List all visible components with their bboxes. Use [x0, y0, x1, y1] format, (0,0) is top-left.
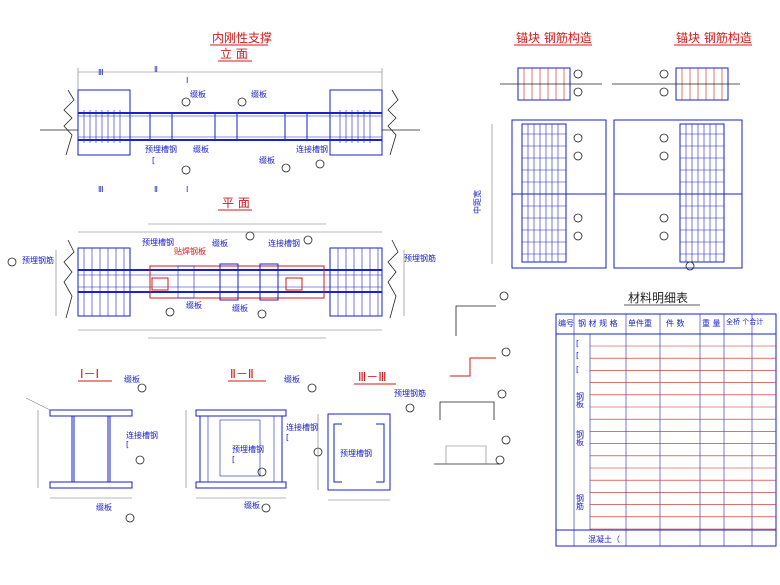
elev-flange-label-1: 缀板 — [190, 89, 206, 99]
anchor-dim-label: 中距宽 — [472, 190, 482, 214]
table-header-weight: 重 量 — [702, 318, 721, 328]
plan-channel-conn-label: 连接槽钢 — [268, 238, 300, 248]
rebar-shapes — [434, 291, 511, 465]
table-group-plate-2: 钢板 — [576, 429, 585, 447]
section-mark-i-bot: Ⅰ — [186, 185, 188, 194]
sec2-c-mark-2: [ — [286, 433, 289, 442]
table-mark-2: [ — [576, 351, 579, 360]
sec1-channel-conn-label: 连接槽钢 — [126, 430, 158, 440]
elev-flange-label-2: 缀板 — [251, 89, 267, 99]
anchor-title-left: 锚块 钢筋构造 — [516, 30, 592, 45]
anchor-title-right: 锚块 钢筋构造 — [676, 30, 752, 45]
table-group-rebar: 钢筋 — [576, 493, 585, 511]
sec1-flange-label-top: 缀板 — [124, 374, 140, 384]
table-header-unit-weight: 单件重 — [628, 318, 652, 328]
elev-flange-label-4: 缀板 — [259, 155, 275, 165]
table-mark-1: [ — [576, 339, 579, 348]
section-ii-view: Ⅱ－Ⅱ 缀板 预埋槽钢 [ 连接槽钢 [ 缀板 — [185, 367, 323, 513]
elev-embed-channel-label: 预埋槽钢 — [145, 144, 177, 154]
section-i-title: Ⅰ－Ⅰ — [80, 367, 99, 381]
elevation-view: Ⅲ Ⅱ Ⅰ Ⅲ Ⅱ Ⅰ 缀板 缀板 预埋槽钢 缀板 缀板 连接槽钢 [ — [40, 65, 420, 194]
material-table: 材料明细表 编号 钢 材 规 格 单件重 件 数 重 量 全桥 个合计 [ [ … — [555, 291, 777, 547]
plan-embed-steel-label-right: 预埋钢筋 — [404, 253, 436, 263]
section-mark-ii-top: Ⅱ — [154, 65, 158, 74]
section-mark-i-top: Ⅰ — [186, 76, 188, 85]
sec2-flange-label-top: 缀板 — [284, 374, 300, 384]
section-ii-title: Ⅱ－Ⅱ — [230, 367, 254, 381]
table-title: 材料明细表 — [628, 291, 688, 305]
plan-view: 预埋钢筋 预埋钢筋 预埋槽钢 贴焊钢板 缀板 连接槽钢 缀板 缀板 — [7, 223, 436, 339]
sec2-channel-conn-label: 连接槽钢 — [286, 422, 318, 432]
sec2-c-mark: [ — [232, 455, 235, 464]
plan-flange-label-1: 缀板 — [212, 238, 228, 248]
sec3-embed-steel-label: 预埋钢筋 — [394, 388, 426, 398]
plan-title: 平 面 — [222, 196, 250, 210]
anchor-detail-left: 锚块 钢筋构造 中距宽 — [472, 30, 607, 269]
main-title: 内刚性支撑 — [212, 30, 272, 45]
table-header-spec: 钢 材 规 格 — [578, 318, 618, 328]
table-header-id: 编号 — [558, 318, 574, 328]
section-i-view: Ⅰ－Ⅰ 缀板 连接槽钢 [ 缀板 — [25, 367, 158, 523]
table-footer: 混凝土（ — [588, 534, 620, 544]
sec3-embed-channel-label: 预埋槽钢 — [340, 448, 372, 458]
sec1-c-mark: [ — [126, 440, 129, 449]
sec2-embed-channel-label: 预埋槽钢 — [232, 444, 264, 454]
table-header-count: 件 数 — [666, 318, 685, 328]
section-iii-title: Ⅲ－Ⅲ — [358, 370, 387, 384]
elev-c-mark: [ — [152, 156, 155, 165]
plan-embed-steel-label-left: 预埋钢筋 — [22, 255, 54, 265]
elev-channel-conn-label: 连接槽钢 — [296, 144, 328, 154]
table-mark-3: [ — [576, 365, 579, 374]
elevation-title: 立 面 — [220, 46, 248, 61]
plan-flange-label-2: 缀板 — [186, 300, 202, 310]
section-iii-view: Ⅲ－Ⅲ 预埋钢筋 预埋槽钢 — [317, 370, 426, 501]
anchor-detail-right: 锚块 钢筋构造 — [612, 30, 752, 271]
sec1-flange-label-bot: 缀板 — [96, 502, 112, 512]
table-group-plate-1: 钢板 — [576, 391, 585, 409]
section-mark-iii-bot: Ⅲ — [98, 185, 104, 194]
sec2-flange-label-bot: 缀板 — [244, 500, 260, 510]
plan-embed-channel-label: 预埋槽钢 — [142, 237, 174, 247]
plan-flange-label-3: 缀板 — [232, 303, 248, 313]
table-header-total: 全桥 个合计 — [726, 317, 763, 326]
plan-weld-label: 贴焊钢板 — [174, 246, 206, 256]
elev-flange-label-3: 缀板 — [193, 144, 209, 154]
section-mark-iii-top: Ⅲ — [98, 68, 104, 77]
section-mark-ii-bot: Ⅱ — [154, 185, 158, 194]
